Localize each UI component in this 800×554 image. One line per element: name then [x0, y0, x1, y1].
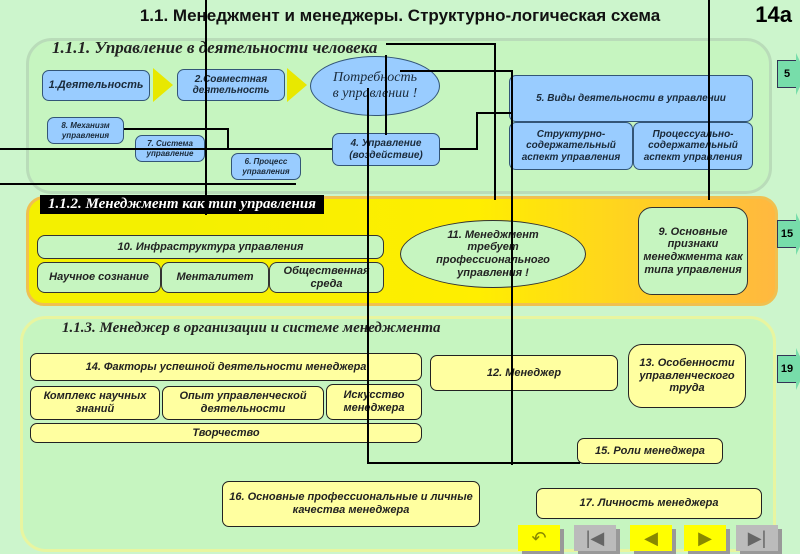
- box-activity-types: 5. Виды деятельности в управлении: [509, 75, 753, 122]
- box-process: 6. Процесс управления: [231, 153, 301, 180]
- connector-line: [367, 462, 580, 464]
- box-joint-activity: 2.Совместная деятельность: [177, 69, 285, 101]
- box-requires-professional: 11. Менеджмент требует профессионального…: [400, 220, 586, 288]
- box-art: Искусство менеджера: [326, 384, 422, 420]
- connector-line: [476, 112, 478, 150]
- box-mentality: Менталитет: [161, 262, 269, 293]
- box-manager: 12. Менеджер: [430, 355, 618, 391]
- box-creativity: Творчество: [30, 423, 422, 443]
- box-social: Общественная среда: [269, 262, 384, 293]
- section2-heading: 1.1.2. Менеджмент как тип управления: [40, 195, 324, 214]
- connector-line: [440, 148, 476, 150]
- box-mechanism: 8. Механизм управления: [47, 117, 124, 144]
- box-infrastructure: 10. Инфраструктура управления: [37, 235, 384, 259]
- box-experience: Опыт управленческой деятельности: [162, 386, 324, 420]
- box-activity: 1.Деятельность: [42, 70, 150, 101]
- box-personality: 17. Личность менеджера: [536, 488, 762, 519]
- connector-line: [385, 55, 387, 135]
- connector-line: [400, 70, 513, 72]
- box-scientific: Научное сознание: [37, 262, 161, 293]
- slide-number: 14а: [755, 2, 792, 27]
- connector-line: [227, 128, 229, 149]
- box-manager-roles: 15. Роли менеджера: [577, 438, 723, 464]
- prev-slide-button[interactable]: ◀: [630, 525, 672, 551]
- next-slide-button[interactable]: ▶: [684, 525, 726, 551]
- link-5-button[interactable]: 5: [777, 53, 800, 95]
- connector-line: [476, 112, 511, 114]
- last-slide-button[interactable]: ▶|: [736, 525, 778, 551]
- slide-title: 1.1. Менеджмент и менеджеры. Структурно-…: [139, 6, 661, 25]
- return-button[interactable]: ↶: [518, 525, 560, 551]
- box-management: 4. Управление (воздействие): [332, 133, 440, 166]
- box-qualities: 16. Основные профессиональные и личные к…: [222, 481, 480, 527]
- connector-line: [511, 70, 513, 465]
- first-slide-button[interactable]: |◀: [574, 525, 616, 551]
- arrow-icon: [153, 68, 173, 102]
- section3-heading: 1.1.3. Менеджер в организации и системе …: [62, 320, 441, 336]
- connector-line: [0, 183, 296, 185]
- need-ellipse: Потребность в управлении !: [310, 56, 440, 116]
- link-19-button[interactable]: 19: [777, 348, 800, 390]
- connector-line: [386, 43, 496, 45]
- connector-line: [124, 128, 228, 130]
- box-structural-aspect: Структурно-содержательный аспект управле…: [509, 122, 633, 170]
- arrow-icon: [287, 68, 307, 102]
- link-15-button[interactable]: 15: [777, 213, 800, 255]
- box-knowledge: Комплекс научных знаний: [30, 386, 160, 420]
- connector-line: [0, 148, 332, 150]
- connector-line: [708, 0, 710, 200]
- box-main-features: 9. Основные признаки менеджмента как тип…: [638, 207, 748, 295]
- connector-line: [494, 43, 496, 200]
- connector-line: [367, 88, 369, 463]
- connector-line: [205, 0, 207, 215]
- section1-heading: 1.1.1. Управление в деятельности человек…: [52, 38, 378, 57]
- box-work-features: 13. Особенности управленческого труда: [628, 344, 746, 408]
- box-process-aspect: Процессуально-содержательный аспект упра…: [633, 122, 753, 170]
- box-success-factors: 14. Факторы успешной деятельности менедж…: [30, 353, 422, 381]
